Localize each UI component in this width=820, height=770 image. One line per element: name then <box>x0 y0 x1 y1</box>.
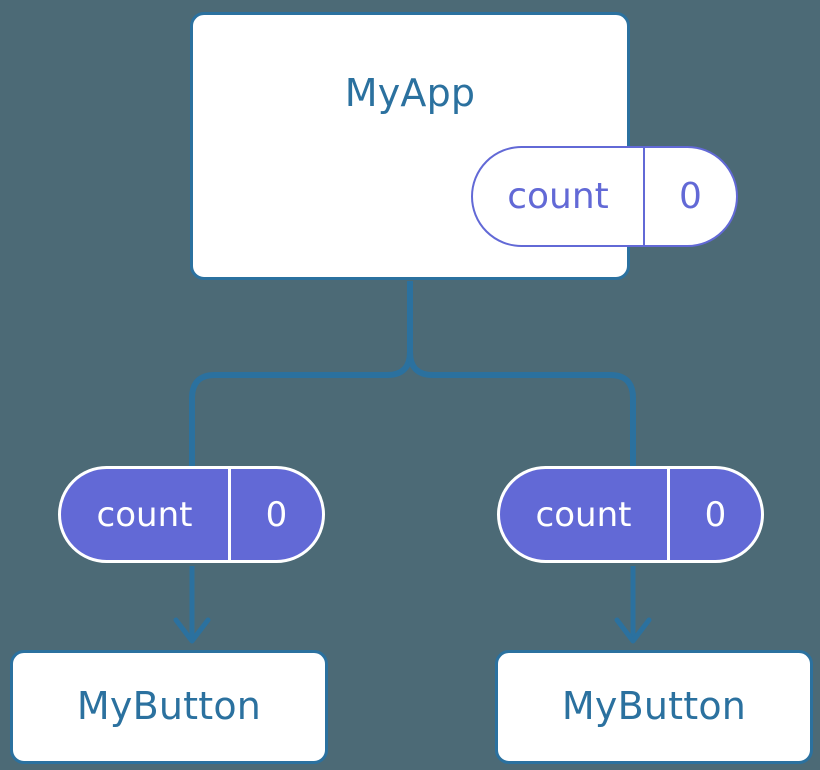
state-key-label: count <box>473 148 645 245</box>
branch-line-right <box>407 351 636 466</box>
branch-line-left <box>189 351 413 466</box>
state-value-label: 0 <box>704 494 727 535</box>
arrow-head-right <box>614 617 652 644</box>
component-box-mybutton-left[interactable]: MyButton <box>10 650 328 764</box>
component-label-myapp: MyApp <box>344 71 476 115</box>
state-capsule-child-left[interactable]: count 0 <box>58 466 325 563</box>
state-capsule-myapp[interactable]: count 0 <box>471 146 738 247</box>
state-key-label: count <box>61 469 231 560</box>
component-box-mybutton-right[interactable]: MyButton <box>495 650 813 764</box>
component-label-mybutton-right: MyButton <box>561 684 747 728</box>
state-capsule-child-right[interactable]: count 0 <box>497 466 764 563</box>
state-value-label: 0 <box>679 176 702 217</box>
component-label-mybutton-left: MyButton <box>76 684 262 728</box>
state-value-label: 0 <box>265 494 288 535</box>
arrow-head-left <box>173 617 211 644</box>
state-key-label: count <box>500 469 670 560</box>
component-box-myapp[interactable]: MyApp count 0 <box>190 12 738 280</box>
